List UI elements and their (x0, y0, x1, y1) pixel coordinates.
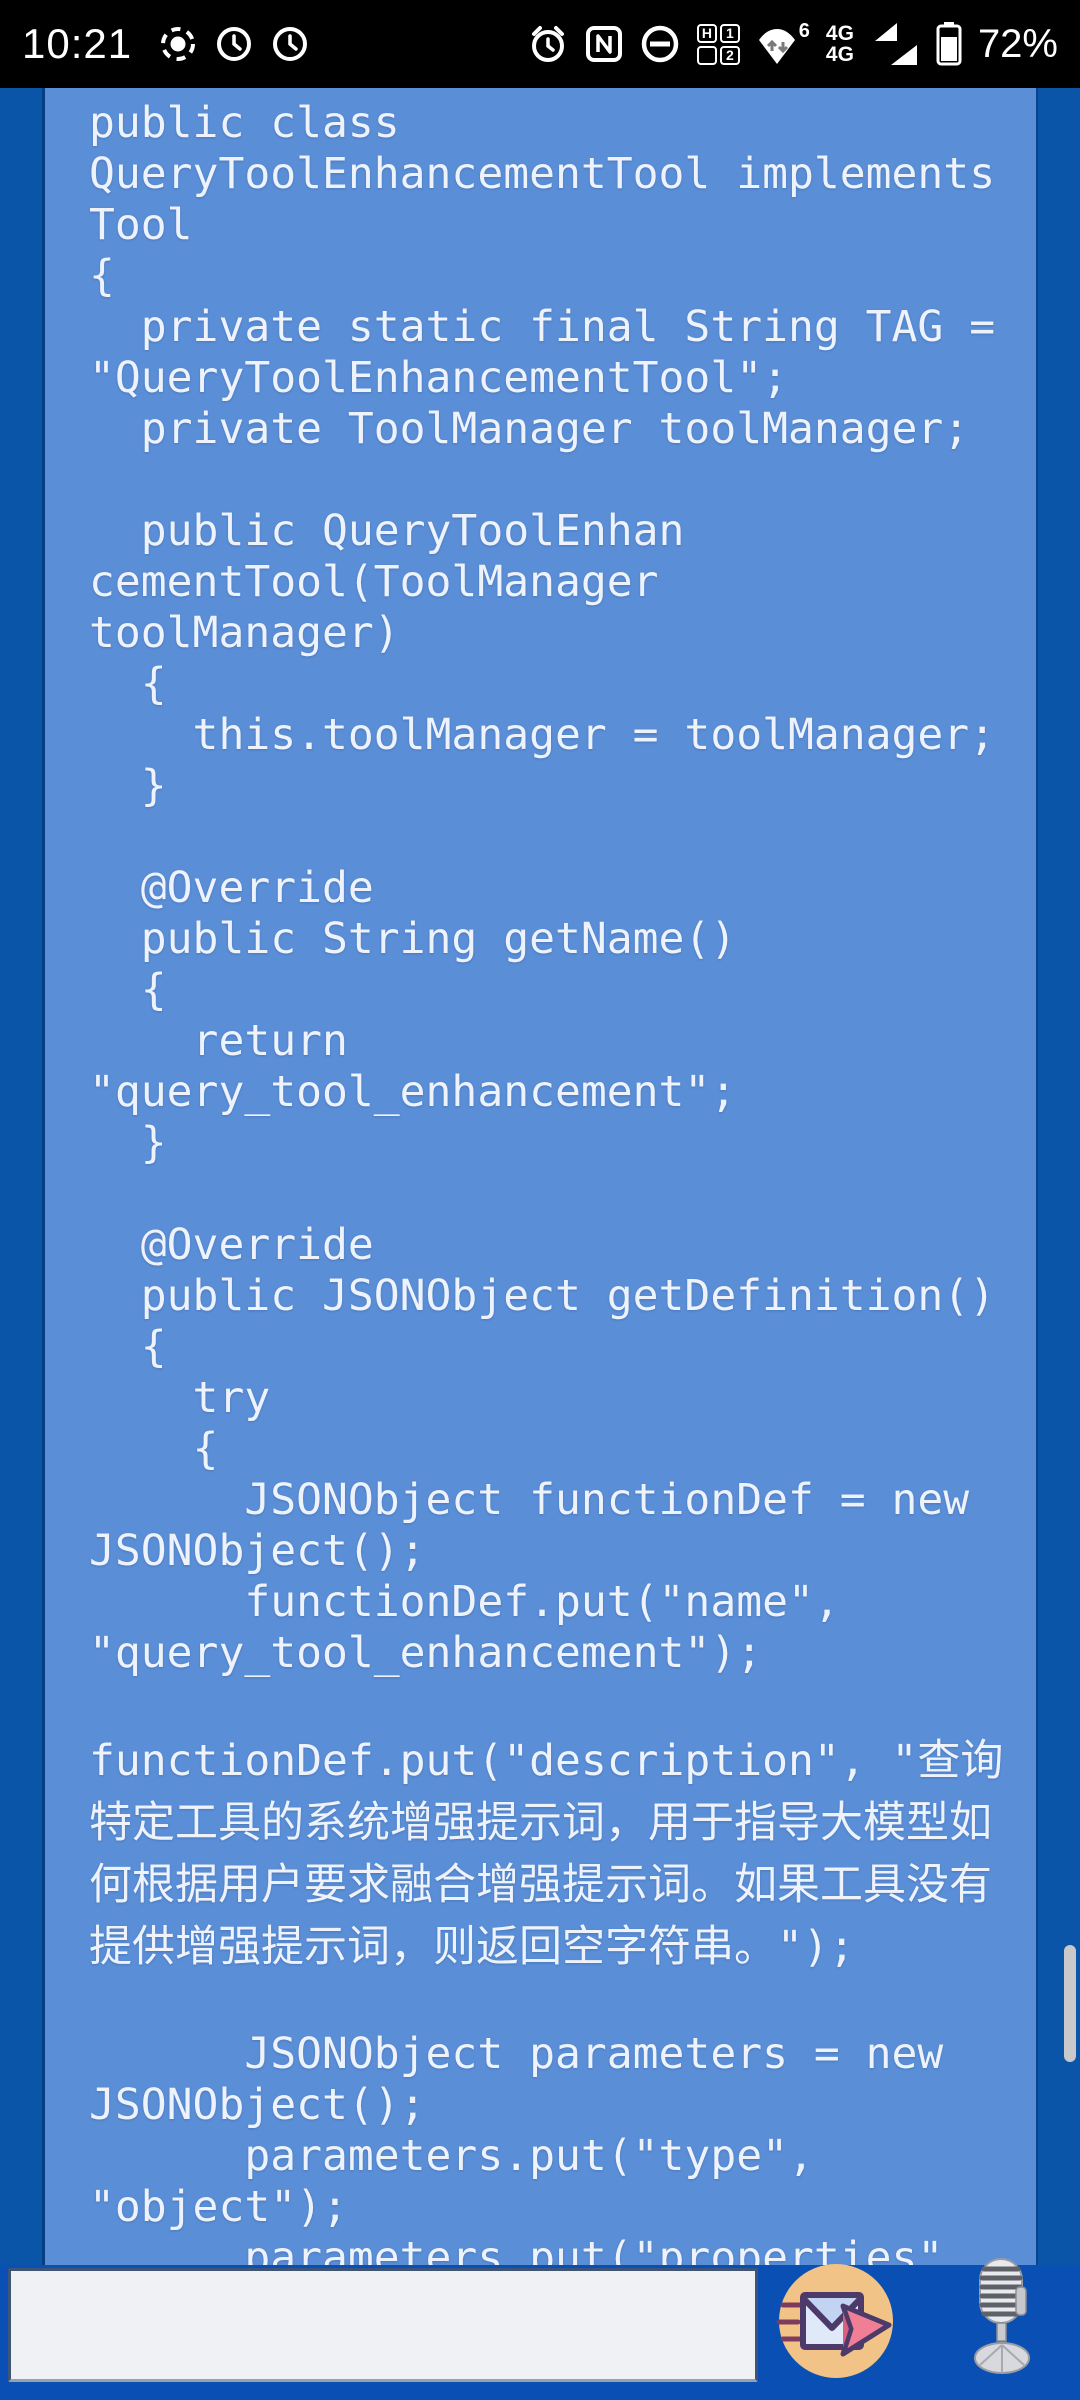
code-line: public String getName() (89, 914, 737, 964)
code-line: JSONObject functionDef = new (89, 1475, 970, 1525)
alarm-icon (531, 26, 564, 62)
code-line: { (89, 659, 167, 709)
code-line: functionDef.put("name", (89, 1577, 840, 1627)
hd-sim-grid-icon: H 1 2 (696, 23, 740, 65)
scrollbar-thumb[interactable] (1064, 1945, 1076, 2062)
code-line: 提供增强提示词，则返回空字符串。"); (89, 1922, 855, 1972)
code-line: this.toolManager = toolManager; (89, 710, 996, 760)
code-line: { (89, 251, 115, 301)
page-right-margin (1036, 88, 1080, 2265)
code-line: private ToolManager toolManager; (89, 404, 970, 454)
battery-percent-label: 72% (977, 21, 1058, 66)
code-line: { (89, 1322, 167, 1372)
dual-4g-label: 4G 4G (826, 23, 854, 65)
code-line: try (89, 1373, 271, 1423)
code-line: JSONObject parameters = new (89, 2029, 944, 2079)
sim1-network-label: 4G (825, 22, 854, 45)
code-line: @Override (89, 863, 374, 913)
clock-icon (217, 27, 252, 61)
code-line (89, 812, 1036, 863)
code-line: parameters.put("type", (89, 2131, 814, 2181)
code-line: functionDef.put("description", "查询 (89, 1736, 1004, 1786)
code-line: "query_tool_enhancement"); (89, 1628, 763, 1678)
code-line: parameters.put("properties" (89, 2233, 944, 2265)
code-line: } (89, 761, 167, 811)
clock-time: 10:21 (22, 20, 133, 67)
code-line: public class (89, 98, 400, 148)
code-line: "query_tool_enhancement"; (89, 1067, 737, 1117)
code-line (89, 1978, 1036, 2029)
do-not-disturb-icon (641, 25, 679, 63)
code-line: 何根据用户要求融合增强提示词。如果工具没有 (89, 1860, 992, 1910)
code-line: JSONObject(); (89, 2080, 426, 2130)
dual-sim-signal-icon (874, 23, 917, 65)
screen-record-icon (161, 27, 196, 61)
battery-icon (936, 22, 962, 66)
hd-grid-cell: 2 (719, 45, 740, 65)
hd-grid-cell: H (696, 23, 717, 43)
code-line: public JSONObject getDefinition() (89, 1271, 996, 1321)
code-line: QueryToolEnhancementTool implements (89, 149, 996, 199)
code-line: toolManager) (89, 608, 400, 658)
code-line: "QueryToolEnhancementTool"; (89, 353, 788, 403)
sim2-network-label: 4G (825, 43, 854, 66)
code-line (89, 1679, 1036, 1730)
page-left-margin (0, 88, 45, 2265)
code-line: return (89, 1016, 348, 1066)
code-line: { (89, 965, 167, 1015)
hd-grid-cell: 1 (719, 23, 740, 43)
nfc-icon (585, 26, 622, 62)
status-bar: 10:21 H 1 2 (0, 0, 1080, 88)
wifi-icon: 6 (756, 20, 810, 66)
send-mail-button[interactable] (775, 2261, 897, 2383)
code-line: private static final String TAG = (89, 302, 996, 352)
code-line: Tool (89, 200, 193, 250)
code-line: 特定工具的系统增强提示词，用于指导大模型如 (89, 1798, 992, 1848)
code-line (89, 1169, 1036, 1220)
send-mail-icon (776, 2264, 893, 2378)
message-input[interactable] (8, 2268, 758, 2382)
code-line: public QueryToolEnhan (89, 506, 685, 556)
microphone-icon (974, 2258, 1030, 2374)
code-line (89, 455, 1036, 506)
hd-grid-cell (696, 45, 717, 65)
code-line: { (89, 1424, 219, 1474)
microphone-button[interactable] (966, 2257, 1036, 2377)
wifi-generation-label: 6 (798, 20, 810, 42)
code-line: @Override (89, 1220, 374, 1270)
input-bar (0, 2258, 1080, 2400)
clock-icon (273, 27, 308, 61)
code-line: } (89, 1118, 167, 1168)
code-line: "object"); (89, 2182, 348, 2232)
code-line: cementTool(ToolManager (89, 557, 659, 607)
code-line: JSONObject(); (89, 1526, 426, 1576)
